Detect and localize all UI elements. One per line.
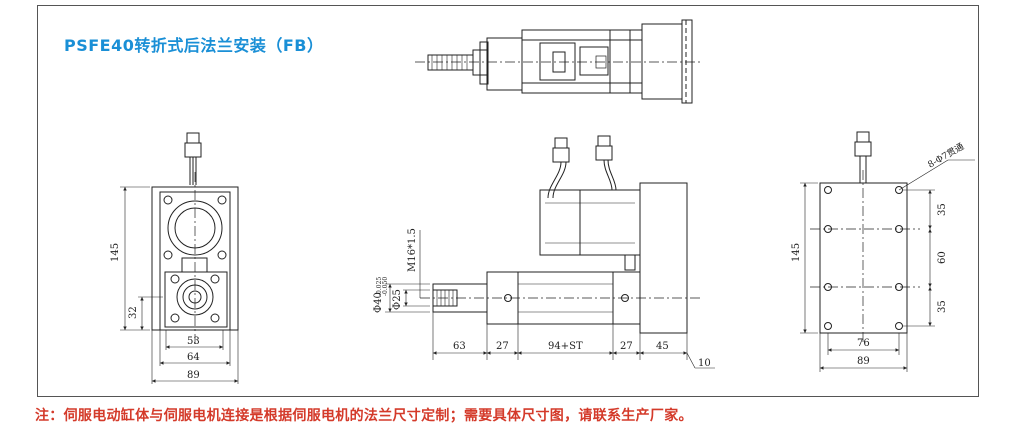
dim-dia40: Φ40 [373,292,384,313]
dim-right-35b: 35 [937,300,948,313]
dim-left-32: 32 [128,306,139,319]
right-view [800,131,975,372]
dim-tol-lower: -0.050 [382,277,389,296]
dim-right-60: 60 [937,251,948,264]
top-view [415,19,700,104]
dim-94-st: 94+ST [548,341,583,352]
dim-left-53: 53 [187,336,200,347]
holes-label: 8-Φ7贯通 [926,141,966,170]
dim-left-89: 89 [187,370,200,381]
dim-right-76: 76 [857,338,870,349]
dim-left-64: 64 [187,352,200,363]
dim-10: 10 [698,358,711,369]
dim-thread: M16*1.5 [407,228,418,272]
dim-right-145: 145 [791,243,802,262]
front-view [385,135,715,369]
dim-63: 63 [453,341,466,352]
dim-right-35a: 35 [937,203,948,216]
left-view [120,132,239,384]
dim-dia25: Φ25 [392,289,403,310]
footer-note: 注：伺服电动缸体与伺服电机连接是根据伺服电机的法兰尺寸定制；需要具体尺寸图，请联… [35,408,693,424]
dim-right-89: 89 [857,356,870,367]
dim-45: 45 [656,341,669,352]
dim-27b: 27 [620,341,633,352]
dim-left-145: 145 [110,243,121,262]
drawing-title: PSFE40转折式后法兰安装（FB） [64,36,324,55]
dim-27a: 27 [496,341,509,352]
dim-tol-upper: -0.025 [376,277,383,296]
